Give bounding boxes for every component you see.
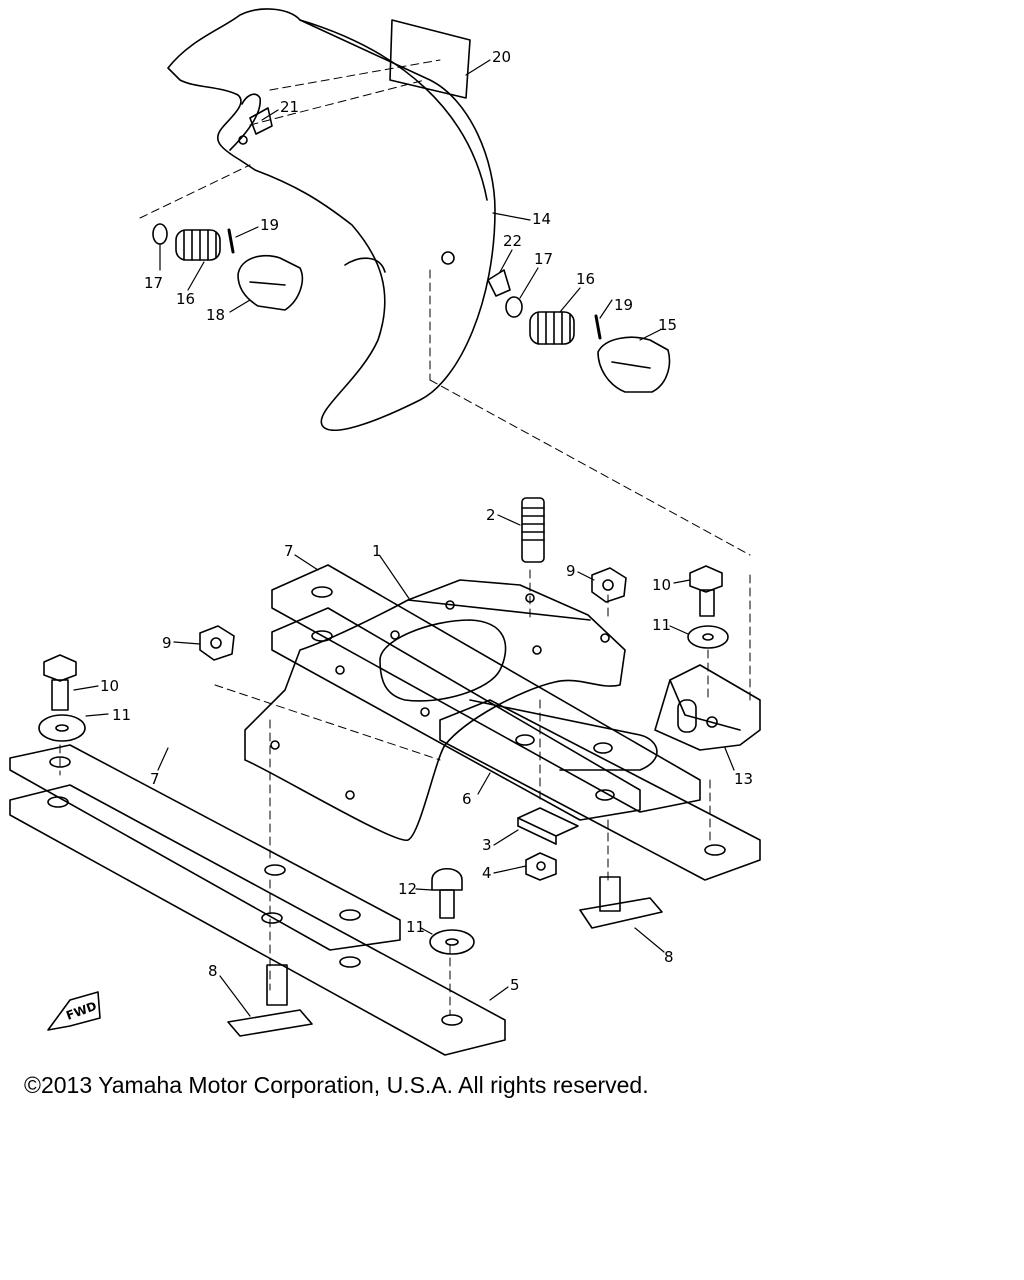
part-10-bolt-right [689, 565, 723, 617]
callout-8-right: 8 [664, 948, 674, 966]
part-17-washer-left [152, 223, 168, 245]
callout-9-right: 9 [566, 562, 576, 580]
callout-3: 3 [482, 836, 492, 854]
part-11-washer-left [38, 714, 86, 742]
callout-12: 12 [398, 880, 417, 898]
assembly-guide-lines [59, 59, 751, 1016]
callout-10-left: 10 [100, 677, 119, 695]
callout-1: 1 [372, 542, 382, 560]
callout-8-left: 8 [208, 962, 218, 980]
part-8-tbolt-right [579, 876, 663, 929]
part-9-nut-left [199, 625, 235, 661]
part-9-nut-right [591, 567, 627, 603]
part-11-washer-center [429, 929, 475, 955]
callout-20: 20 [492, 48, 511, 66]
part-7-upper-plate [271, 564, 701, 821]
part-12-bolt [431, 867, 463, 919]
callout-7-lower: 7 [150, 770, 160, 788]
part-17-washer-right [505, 296, 523, 318]
callout-6: 6 [462, 790, 472, 808]
part-5-bottom-plate [9, 784, 506, 1056]
callout-21: 21 [280, 98, 299, 116]
exploded-parts-diagram: FWD 20 21 14 [9, 8, 761, 1056]
callout-2: 2 [486, 506, 496, 524]
callout-numbers: 20 21 14 19 17 16 18 22 17 16 19 15 2 1 … [100, 48, 753, 994]
part-19-pin-right [594, 314, 602, 340]
part-11-washer-right [687, 625, 729, 649]
callout-15: 15 [658, 316, 677, 334]
part-7-lower-plate [9, 744, 401, 951]
callout-17-left: 17 [144, 274, 163, 292]
callout-18: 18 [206, 306, 225, 324]
callout-11-center: 11 [406, 918, 425, 936]
fwd-direction-marker: FWD [47, 991, 101, 1031]
callout-10-right: 10 [652, 576, 671, 594]
part-2-stud [521, 497, 545, 563]
callout-5: 5 [510, 976, 520, 994]
part-18-knob-left [237, 254, 304, 311]
part-16-spring-right [529, 311, 575, 345]
callout-7-upper: 7 [284, 542, 294, 560]
callout-16-right: 16 [576, 270, 595, 288]
callout-11-left: 11 [112, 706, 131, 724]
callout-17-right: 17 [534, 250, 553, 268]
part-21-clip [249, 107, 273, 135]
part-15-knob-right [597, 336, 671, 393]
part-22-clip [487, 269, 511, 297]
part-19-pin-left [227, 228, 235, 254]
callout-16-left: 16 [176, 290, 195, 308]
callout-11-right: 11 [652, 616, 671, 634]
callout-19-right: 19 [614, 296, 633, 314]
part-13-side-bracket [654, 664, 761, 751]
part-10-bolt-left [43, 654, 77, 711]
callout-14: 14 [532, 210, 551, 228]
part-6-rail-plate [439, 699, 761, 881]
part-16-spring-left [175, 229, 221, 261]
part-3-square-plate [517, 807, 579, 845]
copyright-notice: ©2013 Yamaha Motor Corporation, U.S.A. A… [24, 1072, 649, 1098]
part-4-nut [525, 852, 557, 881]
part-8-tbolt-left [227, 964, 313, 1037]
callout-19-left: 19 [260, 216, 279, 234]
callout-4: 4 [482, 864, 492, 882]
callout-leaders [73, 59, 735, 1017]
part-14-hood-cowl [167, 8, 496, 431]
callout-22: 22 [503, 232, 522, 250]
callout-9-left: 9 [162, 634, 172, 652]
callout-13: 13 [734, 770, 753, 788]
